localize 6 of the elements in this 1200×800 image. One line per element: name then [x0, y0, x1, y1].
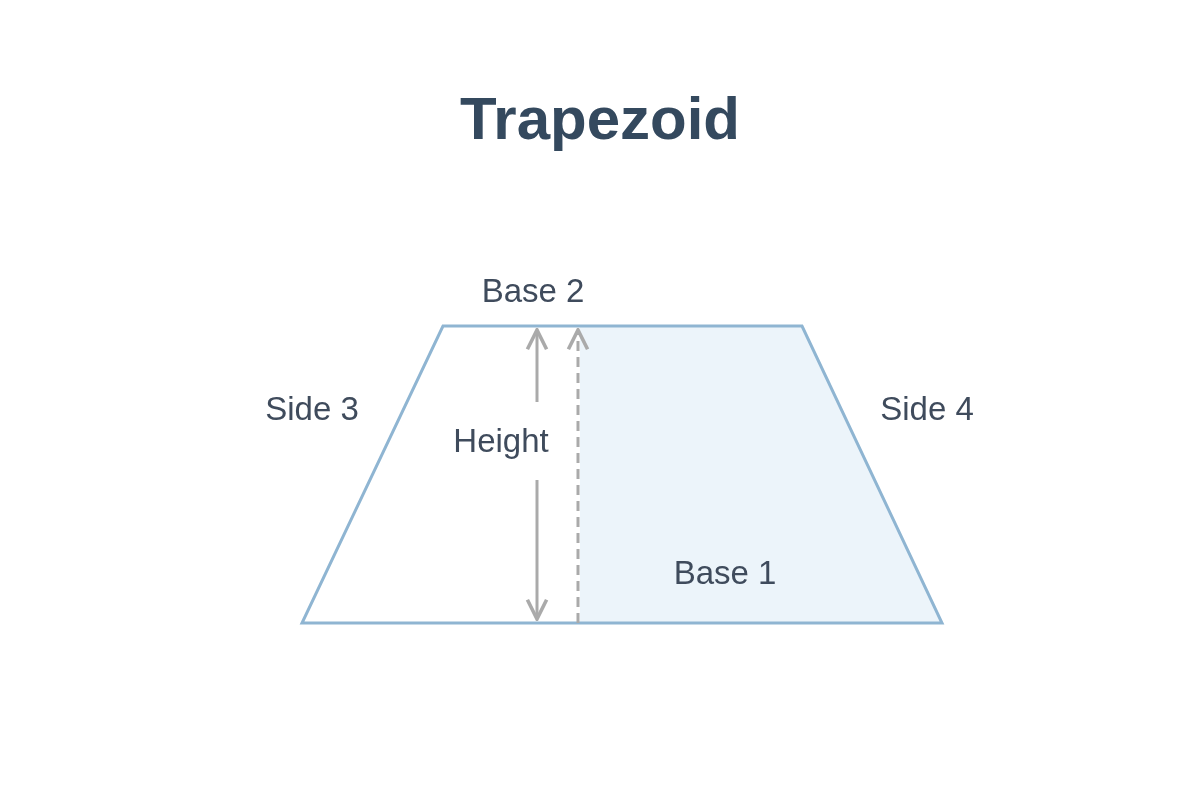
height-label: Height	[453, 422, 549, 460]
base-label: Base 1	[673, 554, 777, 592]
side-label: Side 3	[265, 390, 359, 428]
diagram-title: Trapezoid	[459, 83, 741, 153]
base-label: Base 2	[481, 272, 585, 310]
side-label: Side 4	[880, 390, 974, 428]
